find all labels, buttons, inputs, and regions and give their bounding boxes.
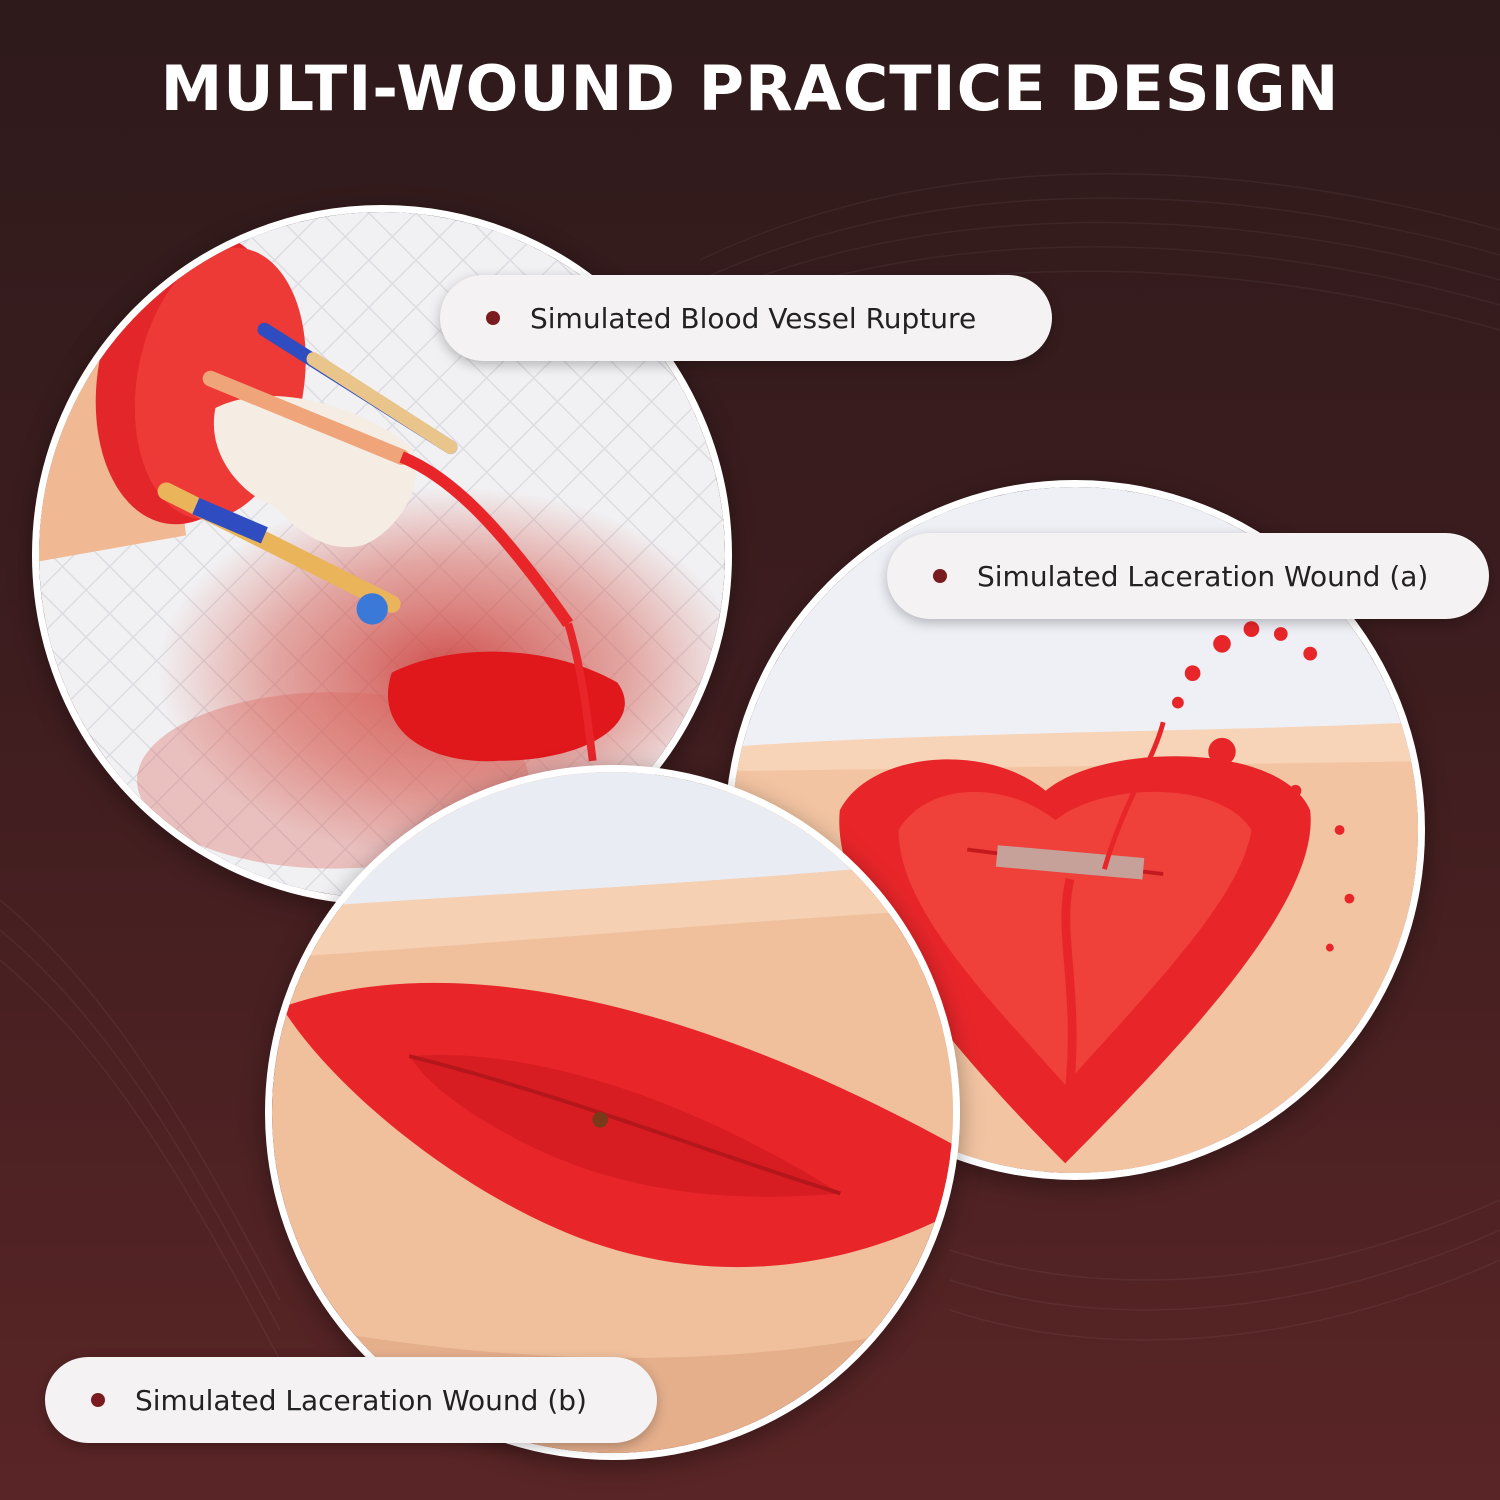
laceration-wound-a-label: Simulated Laceration Wound (a) xyxy=(887,533,1489,619)
label-text: Simulated Laceration Wound (a) xyxy=(977,559,1429,593)
laceration-wound-b-photo xyxy=(265,765,960,1460)
blood-vessel-rupture-photo xyxy=(32,205,732,905)
page-title: MULTI-WOUND PRACTICE DESIGN xyxy=(160,52,1340,125)
bullet-icon xyxy=(486,311,500,325)
blood-vessel-rupture-label: Simulated Blood Vessel Rupture xyxy=(440,275,1052,361)
bullet-icon xyxy=(933,569,947,583)
bullet-icon xyxy=(91,1393,105,1407)
label-text: Simulated Blood Vessel Rupture xyxy=(530,301,977,335)
label-text: Simulated Laceration Wound (b) xyxy=(135,1383,587,1417)
laceration-wound-b-label: Simulated Laceration Wound (b) xyxy=(45,1357,657,1443)
